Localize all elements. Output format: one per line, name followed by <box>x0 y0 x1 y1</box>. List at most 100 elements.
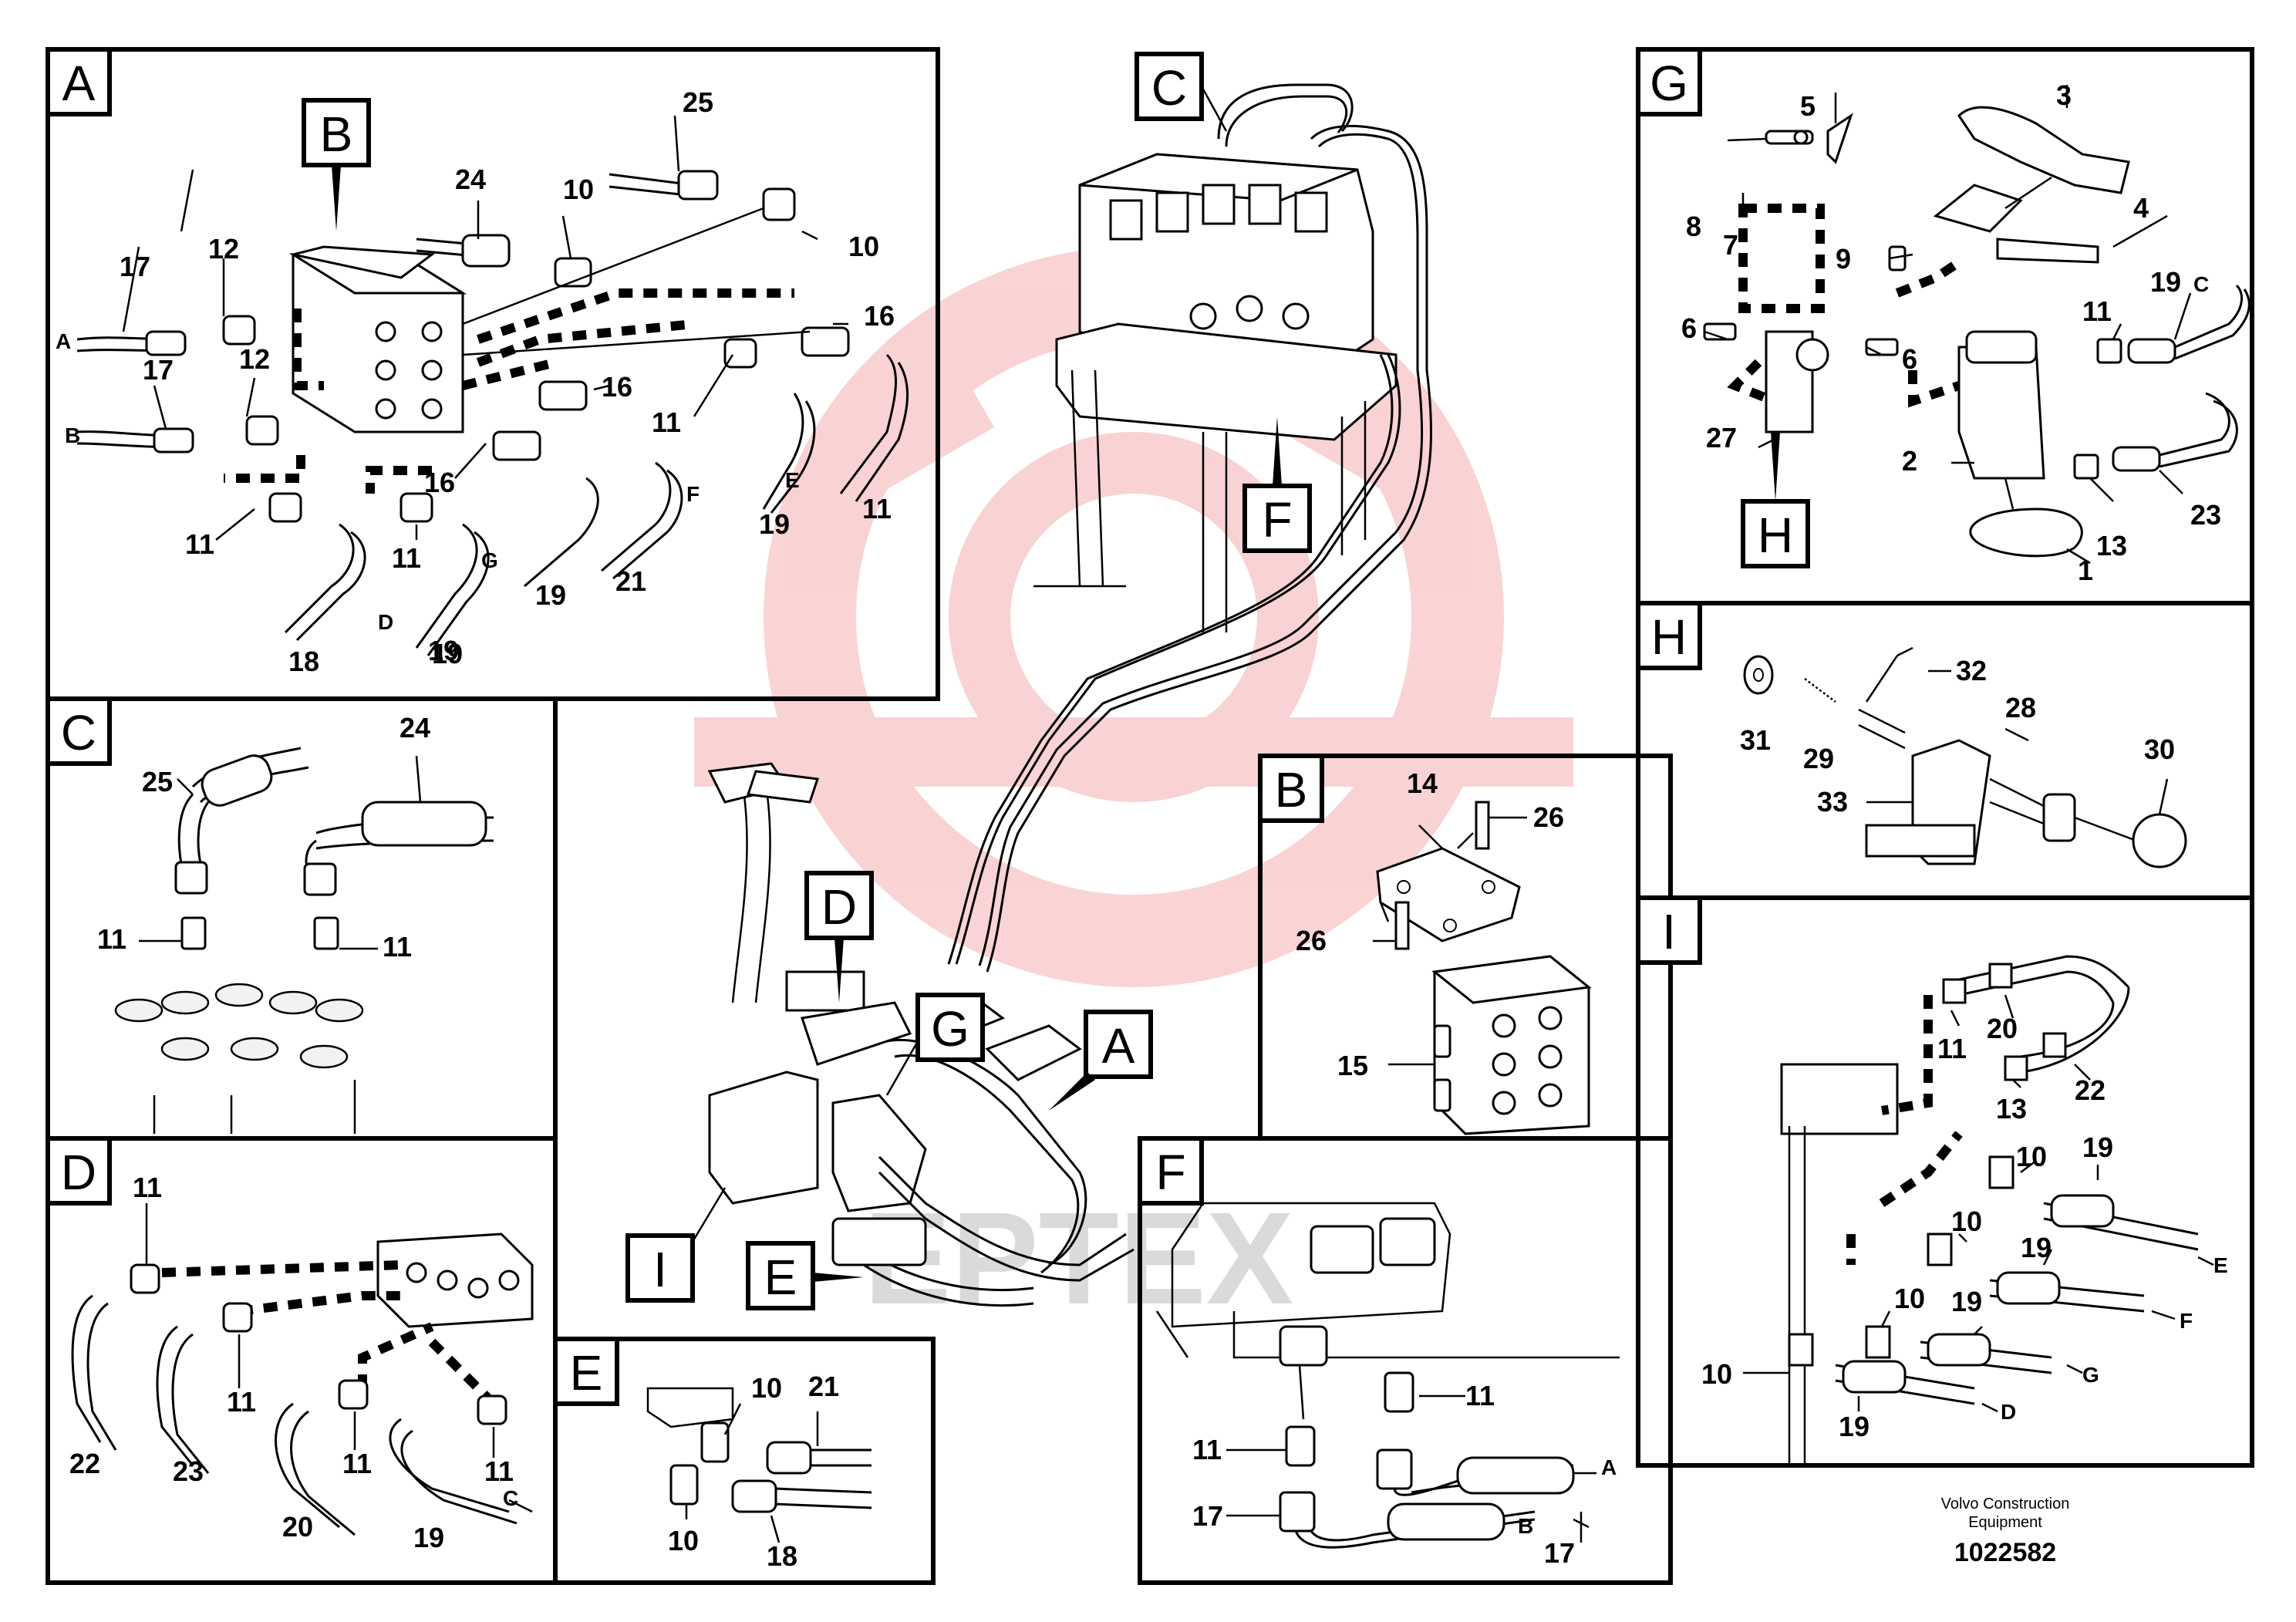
svg-text:D: D <box>378 610 393 634</box>
svg-text:19: 19 <box>535 579 566 611</box>
svg-text:D: D <box>61 1145 96 1200</box>
svg-text:7: 7 <box>1723 229 1738 261</box>
svg-text:A: A <box>56 329 71 353</box>
svg-text:10: 10 <box>1951 1206 1982 1237</box>
svg-text:G: G <box>931 1001 969 1057</box>
svg-text:19: 19 <box>759 508 790 540</box>
svg-text:B: B <box>65 423 80 447</box>
svg-text:4: 4 <box>2133 192 2149 224</box>
svg-text:B: B <box>1275 762 1308 818</box>
panel-F-frame <box>1138 1136 1673 1585</box>
svg-text:G: G <box>481 548 498 572</box>
svg-text:29: 29 <box>1803 743 1834 774</box>
svg-text:11: 11 <box>1192 1434 1222 1465</box>
svg-text:12: 12 <box>239 343 270 375</box>
svg-text:10: 10 <box>1894 1283 1925 1314</box>
panel-G-labels: 5 3 8 7 9 4 6 6 19 11 27 2 13 23 1 C <box>1681 79 2221 586</box>
panel-A-callout-B: B <box>320 106 353 162</box>
svg-text:13: 13 <box>2096 530 2127 561</box>
svg-text:F: F <box>2180 1309 2193 1333</box>
panel-A-letters: A B F E G D <box>56 329 800 634</box>
svg-text:11: 11 <box>2082 295 2112 327</box>
svg-text:11: 11 <box>227 1386 256 1418</box>
svg-text:6: 6 <box>1902 343 1917 375</box>
svg-text:11: 11 <box>342 1448 372 1479</box>
svg-text:F: F <box>686 482 700 506</box>
svg-text:18: 18 <box>288 646 319 677</box>
svg-text:11: 11 <box>484 1455 514 1487</box>
svg-text:17: 17 <box>1544 1537 1575 1569</box>
svg-text:16: 16 <box>424 467 455 498</box>
panel-I-letter: I <box>1636 895 1702 965</box>
svg-text:G: G <box>2082 1363 2099 1387</box>
panel-G-letter: G <box>1636 47 1702 116</box>
panel-A-labels: 25 24 10 10 17 12 12 17 16 16 11 16 11 1… <box>120 86 895 677</box>
panel-I-drawing <box>1743 955 2214 1465</box>
svg-text:9: 9 <box>1836 243 1851 275</box>
svg-text:8: 8 <box>1686 211 1701 242</box>
svg-text:30: 30 <box>2144 733 2175 765</box>
panel-E-letter: E <box>553 1337 619 1406</box>
svg-text:C: C <box>503 1486 518 1510</box>
svg-text:3: 3 <box>2056 79 2072 111</box>
panel-D-drawing <box>71 1203 534 1536</box>
panel-B-letter: B <box>1258 754 1324 823</box>
svg-text:26: 26 <box>1533 801 1564 833</box>
svg-text:D: D <box>2001 1400 2016 1424</box>
main-callout-A: A <box>1049 1010 1153 1111</box>
svg-text:C: C <box>2193 272 2209 296</box>
svg-text:A: A <box>1102 1018 1135 1074</box>
svg-text:19: 19 <box>432 638 463 669</box>
panel-D-letter: D <box>46 1136 112 1206</box>
main-callout-I: I <box>625 1187 727 1303</box>
svg-text:F: F <box>1155 1145 1185 1200</box>
svg-text:13: 13 <box>1996 1093 2027 1125</box>
svg-text:I: I <box>1662 904 1676 959</box>
svg-text:26: 26 <box>1296 925 1327 956</box>
main-callout-E: E <box>746 1241 864 1310</box>
main-callout-F: F <box>1242 416 1312 553</box>
panel-C-drawing <box>114 747 494 1134</box>
svg-text:10: 10 <box>563 174 594 205</box>
svg-text:19: 19 <box>2021 1232 2052 1263</box>
svg-text:32: 32 <box>1956 655 1987 686</box>
svg-text:12: 12 <box>208 233 239 265</box>
svg-text:17: 17 <box>120 251 150 282</box>
svg-text:31: 31 <box>1740 724 1771 756</box>
svg-text:G: G <box>1650 56 1688 111</box>
panel-G-callout-H: H <box>1758 508 1793 563</box>
panel-G-drawing <box>1703 85 2250 568</box>
svg-text:E: E <box>785 468 800 492</box>
panel-C-letter: C <box>46 696 112 766</box>
svg-text:D: D <box>821 879 857 935</box>
main-assembly-drawing <box>707 83 1433 1307</box>
main-callout-C: C <box>1135 52 1228 132</box>
panel-I-frame <box>1636 895 2254 1468</box>
panel-F-drawing <box>1155 1202 1620 1549</box>
footer: Volvo Construction Equipment 1022582 <box>1941 1496 2070 1567</box>
svg-text:16: 16 <box>602 371 632 403</box>
svg-text:5: 5 <box>1800 90 1816 122</box>
svg-text:H: H <box>1651 609 1687 665</box>
svg-text:17: 17 <box>143 354 174 386</box>
svg-text:11: 11 <box>1937 1033 1967 1064</box>
svg-text:11: 11 <box>133 1172 162 1203</box>
svg-text:19: 19 <box>1839 1411 1870 1442</box>
svg-text:F: F <box>1262 492 1292 548</box>
svg-text:B: B <box>1518 1514 1533 1538</box>
svg-text:11: 11 <box>652 406 681 438</box>
panel-A-drawing: B <box>76 98 909 656</box>
panel-F-labels: 11 11 17 17 A B <box>1192 1380 1617 1569</box>
svg-text:11: 11 <box>97 923 126 955</box>
svg-text:E: E <box>764 1249 797 1305</box>
svg-text:19: 19 <box>2150 266 2181 298</box>
panel-I-labels: 11 20 13 22 10 19 10 19 10 19 10 19 E F … <box>1701 1013 2228 1442</box>
svg-text:22: 22 <box>2075 1074 2106 1106</box>
svg-text:19: 19 <box>413 1522 444 1553</box>
svg-text:11: 11 <box>862 493 892 524</box>
svg-text:11: 11 <box>392 542 421 574</box>
svg-text:I: I <box>653 1242 667 1297</box>
svg-text:2: 2 <box>1902 445 1917 477</box>
panel-F-letter: F <box>1138 1136 1204 1206</box>
